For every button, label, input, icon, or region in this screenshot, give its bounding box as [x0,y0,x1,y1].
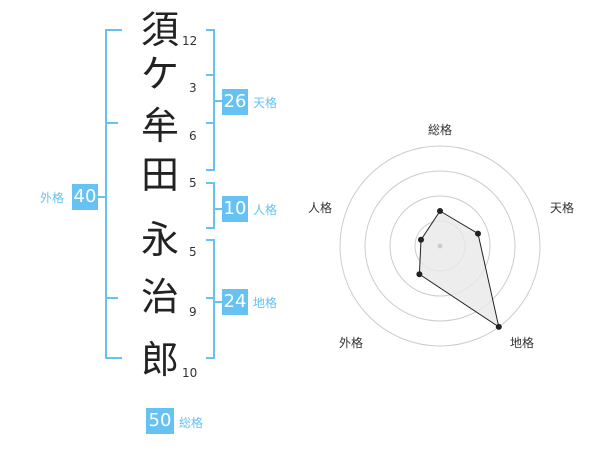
jinkaku-label: 人格 [253,203,278,217]
stroke-count-3: 6 [189,129,197,143]
stroke-count-1: 12 [182,34,198,48]
gaikaku-badge: 40 [72,184,98,210]
tenkaku-label: 天格 [253,96,278,110]
radar-label-jinkaku: 人格 [308,201,333,215]
radar-center-dot [437,243,443,249]
stroke-count-4: 5 [189,176,197,190]
jinkaku-badge: 10 [222,196,248,222]
radar-label-chikaku: 地格 [510,336,535,350]
radar-rings [339,145,541,347]
name-char-3: 牟 [140,104,179,148]
chikaku-badge: 24 [222,289,248,315]
stroke-count-7: 10 [182,366,198,380]
stroke-count-5: 5 [189,245,197,259]
radar-label-tenkaku: 天格 [550,201,575,215]
name-char-7: 郎 [140,338,179,382]
name-char-5: 永 [140,218,179,262]
radar-point-tenkaku [475,230,481,237]
name-char-4: 田 [140,153,179,197]
name-char-6: 治 [140,275,179,319]
radar-point-soukaku [437,208,443,214]
radar-point-chikaku [495,323,502,330]
radar-polygon [418,210,500,329]
chikaku-label: 地格 [253,296,278,310]
radar-point-jinkaku [418,236,424,243]
radar-point-gaikaku [416,271,423,278]
stroke-count-6: 9 [189,305,197,319]
name-char-2: ケ [140,52,179,96]
soukaku-label: 総格 [179,416,204,430]
radar-label-gaikaku: 外格 [339,336,364,350]
gaikaku-label: 外格 [40,191,65,205]
soukaku-badge: 50 [146,408,174,434]
radar-label-soukaku: 総格 [428,123,453,137]
name-char-1: 須 [140,8,179,52]
stroke-count-2: 3 [189,81,197,95]
tenkaku-badge: 26 [222,89,248,115]
